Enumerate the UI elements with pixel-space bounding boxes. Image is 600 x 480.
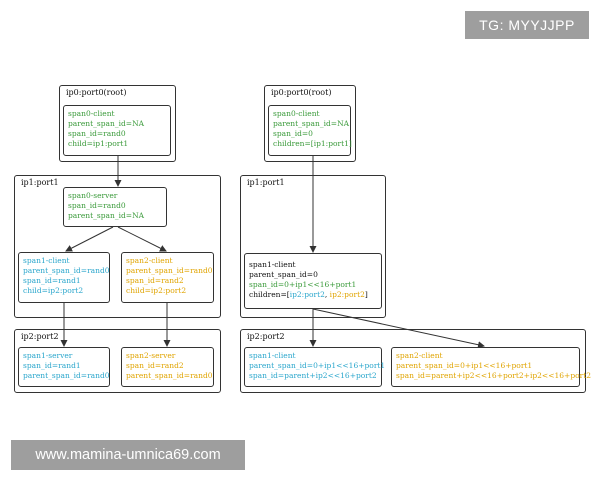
left-group-root-title: ip0:port0(root) — [66, 88, 127, 97]
node-line: parent_span_id=NA — [68, 119, 145, 128]
node-line: parent_span_id=rand0 — [23, 371, 110, 380]
node-line: span2-client — [126, 256, 173, 265]
node-line: span_id=rand2 — [126, 361, 184, 370]
right-group-ip2-title: ip2:port2 — [247, 332, 285, 341]
right-group-ip1-title: ip1:port1 — [247, 178, 285, 187]
left-span0-client-node: span0-client parent_span_id=NA span_id=r… — [63, 105, 171, 156]
children-child2: ip2:port2 — [329, 290, 365, 299]
children-sep: , — [324, 290, 330, 299]
node-line: span1-client — [249, 260, 296, 269]
node-line: parent_span_id=0+ip1<<16+port1 — [396, 361, 533, 370]
right-group-root-title: ip0:port0(root) — [271, 88, 332, 97]
watermark-badge: TG: MYYJJPP — [465, 11, 589, 39]
node-line: span1-client — [249, 351, 296, 360]
right-span1-client-ip2-node: span1-client parent_span_id=0+ip1<<16+po… — [244, 347, 386, 387]
left-span2-server-node: span2-server span_id=rand2 parent_span_i… — [121, 347, 214, 387]
node-line: parent_span_id=NA — [273, 119, 350, 128]
footer-url-badge: www.mamina-umnica69.com — [11, 440, 245, 470]
node-line: span2-client — [396, 351, 443, 360]
children-child1: ip2:port2 — [289, 290, 325, 299]
right-group-ip2: ip2:port2 — [240, 329, 586, 393]
right-span1-client-node: span1-client parent_span_id=0 span_id=0+… — [244, 253, 382, 309]
left-group-ip2-title: ip2:port2 — [21, 332, 59, 341]
node-line: parent_span_id=0+ip1<<16+port1 — [249, 361, 386, 370]
children-suffix: ] — [364, 290, 368, 299]
arrow-right-span1-to-span2-ip2 — [312, 308, 485, 349]
left-span0-server-node: span0-server span_id=rand0 parent_span_i… — [63, 187, 167, 227]
node-line: span1-client — [23, 256, 70, 265]
node-line: span_id=parent+ip2<<16+port2 — [249, 371, 377, 380]
left-span1-server-node: span1-server span_id=rand1 parent_span_i… — [18, 347, 110, 387]
node-line: children=[ip1:port1] — [273, 139, 352, 148]
node-line: parent_span_id=rand0 — [126, 371, 213, 380]
node-line: child=ip2:port2 — [126, 286, 187, 295]
node-line: parent_span_id=NA — [68, 211, 145, 220]
right-group-root: ip0:port0(root) — [264, 85, 356, 162]
left-group-ip1-title: ip1:port1 — [21, 178, 59, 187]
node-line: span_id=rand2 — [126, 276, 184, 285]
node-line: child=ip1:port1 — [68, 139, 129, 148]
node-line: child=ip2:port2 — [23, 286, 84, 295]
node-line: span2-server — [126, 351, 176, 360]
right-span0-client-node: span0-client parent_span_id=NA span_id=0… — [268, 105, 352, 156]
node-line: parent_span_id=rand0 — [126, 266, 213, 275]
left-span1-client-node: span1-client parent_span_id=rand0 span_i… — [18, 252, 110, 303]
left-group-ip2: ip2:port2 — [14, 329, 221, 393]
node-line: span_id=rand0 — [68, 129, 126, 138]
node-line: span_id=parent+ip2<<16+port2+ip2<<16+por… — [396, 371, 592, 380]
node-line: span_id=rand0 — [68, 201, 126, 210]
node-line: span1-server — [23, 351, 73, 360]
node-line: parent_span_id=rand0 — [23, 266, 110, 275]
node-line: span_id=0+ip1<<16+port1 — [249, 280, 357, 289]
node-line: span0-server — [68, 191, 118, 200]
node-line: parent_span_id=0 — [249, 270, 318, 279]
node-line: span_id=0 — [273, 129, 313, 138]
arrow-span0-server-to-span1-client — [65, 226, 114, 252]
right-span2-client-ip2-node: span2-client parent_span_id=0+ip1<<16+po… — [391, 347, 592, 387]
node-line: span_id=rand1 — [23, 276, 81, 285]
arrow-span0-server-to-span2-client — [117, 226, 167, 252]
left-span2-client-node: span2-client parent_span_id=rand0 span_i… — [121, 252, 214, 303]
children-prefix: children=[ — [249, 290, 290, 299]
node-line: span0-client — [68, 109, 115, 118]
node-line-children: children=[ip2:port2, ip2:port2] — [249, 290, 377, 300]
node-line: span0-client — [273, 109, 320, 118]
node-line: span_id=rand1 — [23, 361, 81, 370]
